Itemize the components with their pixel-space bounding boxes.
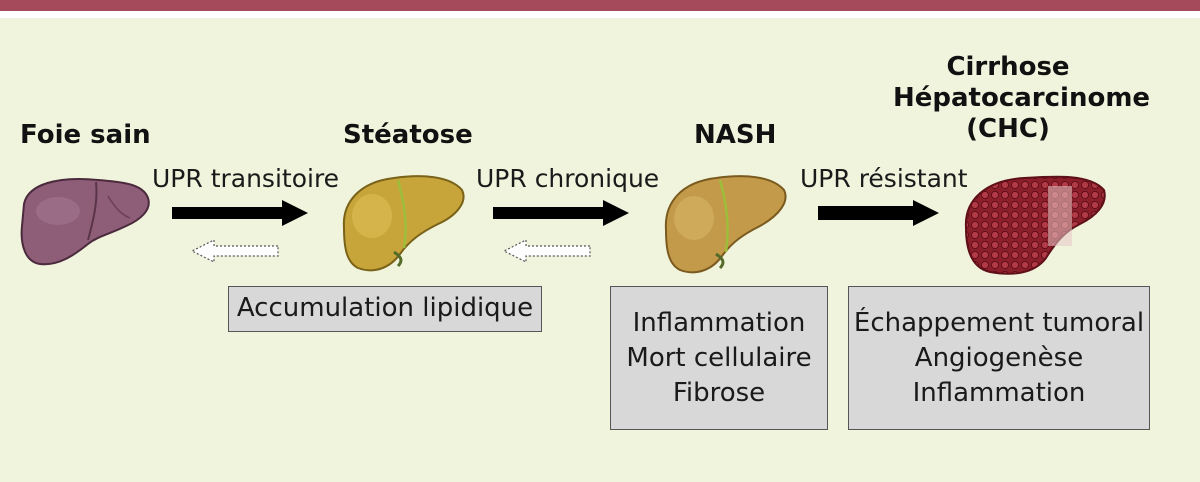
arrow-label-upr-transitoire: UPR transitoire bbox=[152, 164, 340, 193]
arrow-label-upr-resistant: UPR résistant bbox=[800, 164, 968, 193]
box-chc-line-3: Inflammation bbox=[912, 378, 1086, 408]
box-steatose-line: Accumulation lipidique bbox=[236, 293, 534, 323]
stage-title-nash: NASH bbox=[694, 120, 777, 150]
box-nash-line-2: Mort cellulaire bbox=[626, 343, 812, 373]
forward-arrow-2 bbox=[493, 200, 629, 226]
steatosis-liver-image bbox=[342, 175, 465, 272]
top-accent-bar bbox=[0, 0, 1200, 11]
backward-arrow-1 bbox=[190, 239, 279, 263]
box-chc-line-2: Angiogenèse bbox=[914, 343, 1084, 373]
stage-title-chc: Cirrhose Hépatocarcinome (CHC) bbox=[893, 52, 1151, 145]
diagram-panel: Foie sain Stéatose NASH Cirrhose Hépatoc… bbox=[0, 18, 1200, 482]
tumoral-liver-image bbox=[964, 175, 1106, 275]
forward-arrow-1 bbox=[172, 200, 308, 226]
box-nash-line-1: Inflammation bbox=[632, 308, 806, 338]
backward-arrow-2 bbox=[502, 239, 591, 263]
stage-title-foie-sain: Foie sain bbox=[20, 120, 151, 150]
stage-title-chc-line-3: (CHC) bbox=[966, 114, 1050, 144]
box-nash-line-3: Fibrose bbox=[672, 378, 766, 408]
box-nash-effects: Inflammation Mort cellulaire Fibrose bbox=[610, 286, 828, 430]
arrow-label-upr-chronique: UPR chronique bbox=[476, 164, 660, 193]
box-chc-effects: Échappement tumoral Angiogenèse Inflamma… bbox=[848, 286, 1150, 430]
stage-title-chc-line-2: Hépatocarcinome bbox=[893, 83, 1151, 113]
nash-liver-image bbox=[664, 175, 787, 274]
box-accumulation-lipidique: Accumulation lipidique bbox=[228, 286, 542, 332]
healthy-liver-image bbox=[20, 178, 150, 266]
stage-title-steatose: Stéatose bbox=[343, 120, 473, 150]
forward-arrow-3 bbox=[818, 200, 939, 226]
box-chc-line-1: Échappement tumoral bbox=[853, 308, 1145, 338]
stage-title-chc-line-1: Cirrhose bbox=[946, 52, 1070, 82]
